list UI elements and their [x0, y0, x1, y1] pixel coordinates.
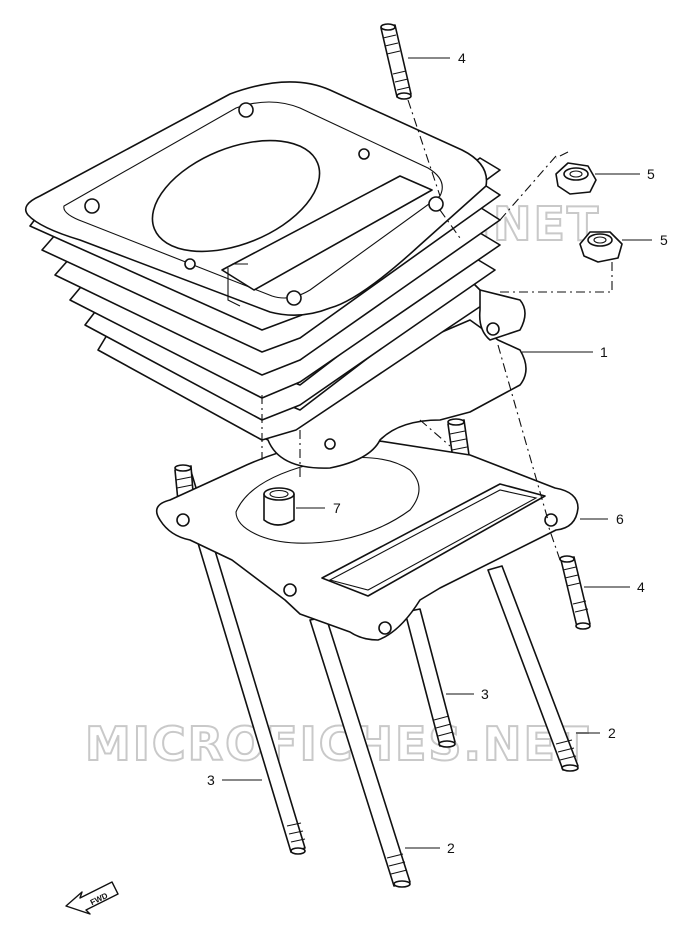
callouts: 4 5 5 1 6 7 4 3 2 3 2	[207, 50, 668, 856]
callout-4-top: 4	[458, 50, 466, 66]
callout-4-right: 4	[637, 579, 645, 595]
callout-5-lower: 5	[660, 232, 668, 248]
stud-3-center[interactable]	[404, 608, 456, 748]
fwd-arrow-icon: FWD	[65, 881, 119, 915]
cylinder-base-gasket[interactable]	[155, 437, 579, 641]
cylinder-block[interactable]	[24, 81, 527, 469]
callout-3-center: 3	[481, 686, 489, 702]
watermark-lower: MICROFICHES.NET	[85, 717, 590, 771]
callout-6: 6	[616, 511, 624, 527]
callout-5-upper: 5	[647, 166, 655, 182]
stud-4-right[interactable]	[559, 555, 591, 630]
assembly-lines	[261, 99, 613, 561]
callout-1: 1	[600, 344, 608, 360]
callout-3-left: 3	[207, 772, 215, 788]
callout-2-front: 2	[447, 840, 455, 856]
stud-2-rear[interactable]	[487, 565, 579, 772]
callout-7: 7	[333, 500, 341, 516]
nut-lower[interactable]	[579, 231, 623, 263]
callout-2-rear: 2	[608, 725, 616, 741]
nut-upper[interactable]	[555, 162, 597, 195]
dowel-pin[interactable]	[263, 487, 295, 526]
stud-4-top[interactable]	[380, 23, 412, 100]
